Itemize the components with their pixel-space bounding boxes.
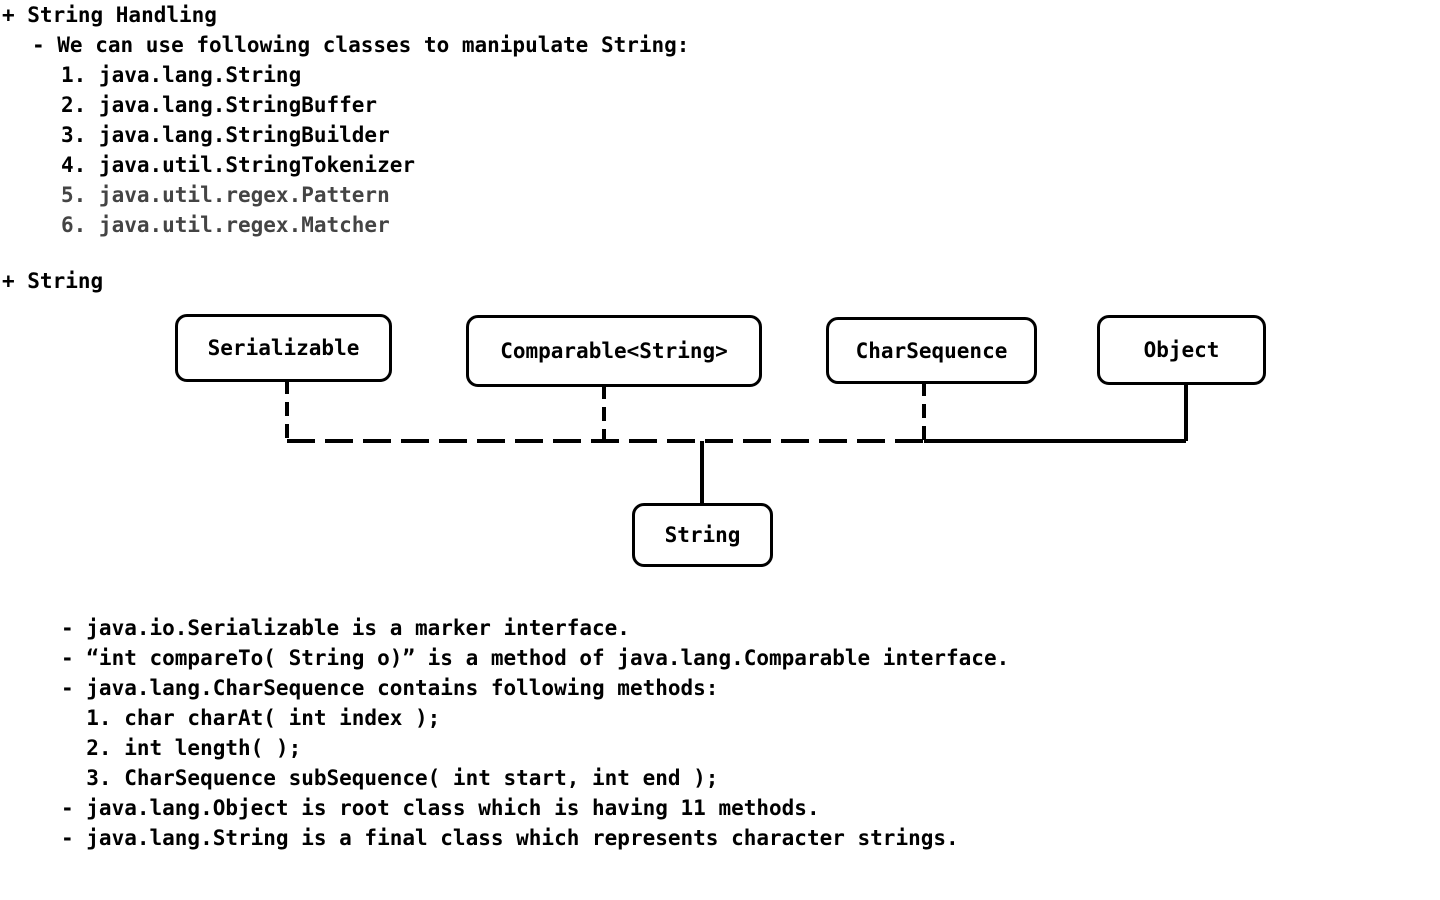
class-list-item: 1. java.lang.String — [61, 63, 302, 87]
note-subitem: 2. int length( ); — [61, 736, 302, 760]
node-string: String — [632, 503, 773, 567]
node-serializable: Serializable — [175, 314, 392, 382]
note-item: - “int compareTo( String o)” is a method… — [61, 646, 1010, 670]
class-list-item: 2. java.lang.StringBuffer — [61, 93, 378, 117]
note-subitem: 1. char charAt( int index ); — [61, 706, 441, 730]
note-item: - java.lang.CharSequence contains follow… — [61, 676, 719, 700]
class-list-item: 6. java.util.regex.Matcher — [61, 213, 390, 237]
class-list-item: 4. java.util.StringTokenizer — [61, 153, 416, 177]
section-heading-string: + String — [2, 269, 104, 293]
node-charsequence: CharSequence — [826, 317, 1037, 384]
note-item: - java.lang.String is a final class whic… — [61, 826, 959, 850]
note-item: - java.io.Serializable is a marker inter… — [61, 616, 630, 640]
class-list-item: 3. java.lang.StringBuilder — [61, 123, 390, 147]
note-item: - java.lang.Object is root class which i… — [61, 796, 820, 820]
intro-text: - We can use following classes to manipu… — [32, 33, 690, 57]
class-list-item: 5. java.util.regex.Pattern — [61, 183, 390, 207]
node-object: Object — [1097, 315, 1266, 385]
node-comparable: Comparable<String> — [466, 315, 762, 387]
section-heading-string-handling: + String Handling — [2, 3, 217, 27]
note-subitem: 3. CharSequence subSequence( int start, … — [61, 766, 719, 790]
